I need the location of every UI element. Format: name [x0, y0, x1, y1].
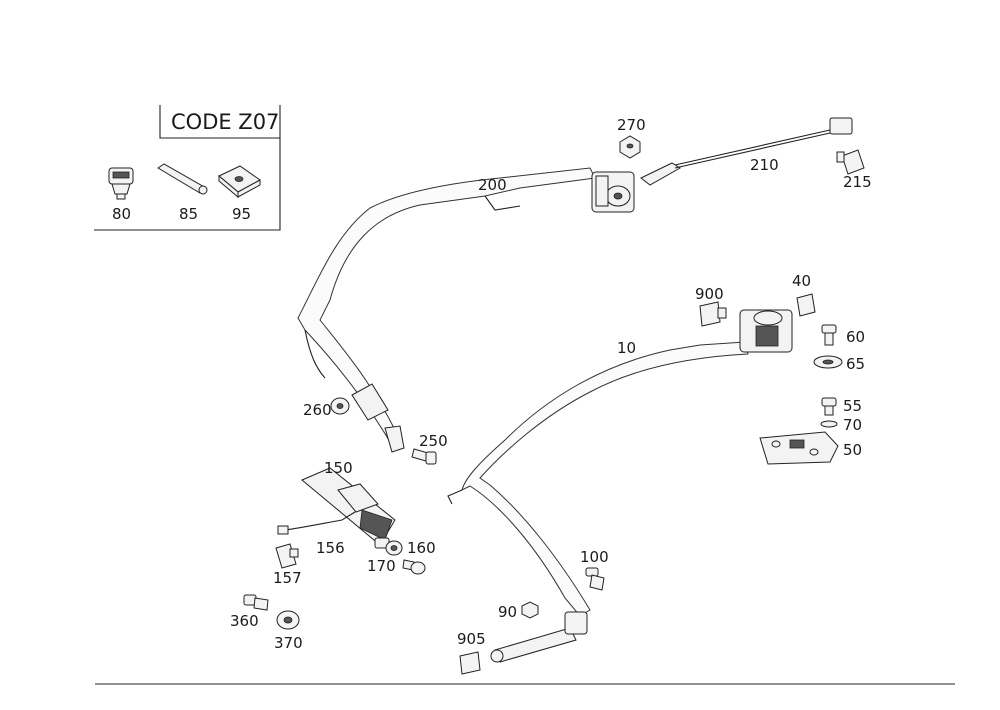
label-270: 270: [617, 116, 646, 134]
label-160: 160: [407, 539, 436, 557]
label-50: 50: [843, 441, 863, 459]
part-95-plate: [218, 165, 261, 199]
label-55: 55: [843, 397, 863, 415]
label-370: 370: [274, 634, 303, 652]
part-170-bolt: [402, 559, 426, 575]
label-70: 70: [843, 416, 863, 434]
label-90: 90: [498, 603, 518, 621]
label-200: 200: [478, 176, 507, 194]
part-70-washer: [820, 420, 838, 428]
part-270-nut: [619, 135, 641, 159]
label-85: 85: [179, 205, 199, 223]
label-250: 250: [419, 432, 448, 450]
part-80-clip: [108, 167, 134, 200]
label-65: 65: [846, 355, 866, 373]
part-370-nut: [276, 610, 300, 630]
part-900-connector: [699, 301, 727, 327]
label-905: 905: [457, 630, 486, 648]
part-160-nut: [385, 540, 403, 556]
part-157-connector: [275, 543, 299, 569]
label-80: 80: [112, 205, 132, 223]
label-156: 156: [316, 539, 345, 557]
label-60: 60: [846, 328, 866, 346]
part-150-buckle: [301, 467, 396, 549]
part-100-bolt: [585, 567, 605, 591]
label-260: 260: [303, 401, 332, 419]
code-box-frame: [94, 105, 281, 231]
label-170: 170: [367, 557, 396, 575]
code-box-title: CODE Z07: [171, 110, 280, 134]
part-55-bolt: [821, 397, 837, 416]
part-40-retractor: [739, 309, 793, 353]
label-900: 900: [695, 285, 724, 303]
part-40-connector: [796, 293, 816, 317]
label-150: 150: [324, 459, 353, 477]
part-50-bracket: [759, 431, 839, 465]
part-215-connector: [836, 149, 865, 175]
part-905-connector: [459, 651, 481, 675]
label-95: 95: [232, 205, 252, 223]
part-250-bolt: [411, 448, 437, 465]
label-210: 210: [750, 156, 779, 174]
label-10: 10: [617, 339, 637, 357]
part-200-retractor: [591, 171, 635, 213]
label-100: 100: [580, 548, 609, 566]
part-905-tensioner: [490, 611, 588, 663]
part-210-cable: [640, 117, 853, 186]
part-belt-guide: [351, 383, 405, 453]
label-40: 40: [792, 272, 812, 290]
part-65-washer: [813, 355, 843, 369]
label-360: 360: [230, 612, 259, 630]
label-215: 215: [843, 173, 872, 191]
part-60-bolt: [821, 324, 837, 346]
part-85-pin: [157, 163, 208, 195]
part-360-bolt: [243, 594, 269, 611]
part-260-washer: [330, 397, 350, 415]
part-90-nut: [521, 601, 539, 619]
label-157: 157: [273, 569, 302, 587]
part-156-wire: [277, 511, 356, 535]
